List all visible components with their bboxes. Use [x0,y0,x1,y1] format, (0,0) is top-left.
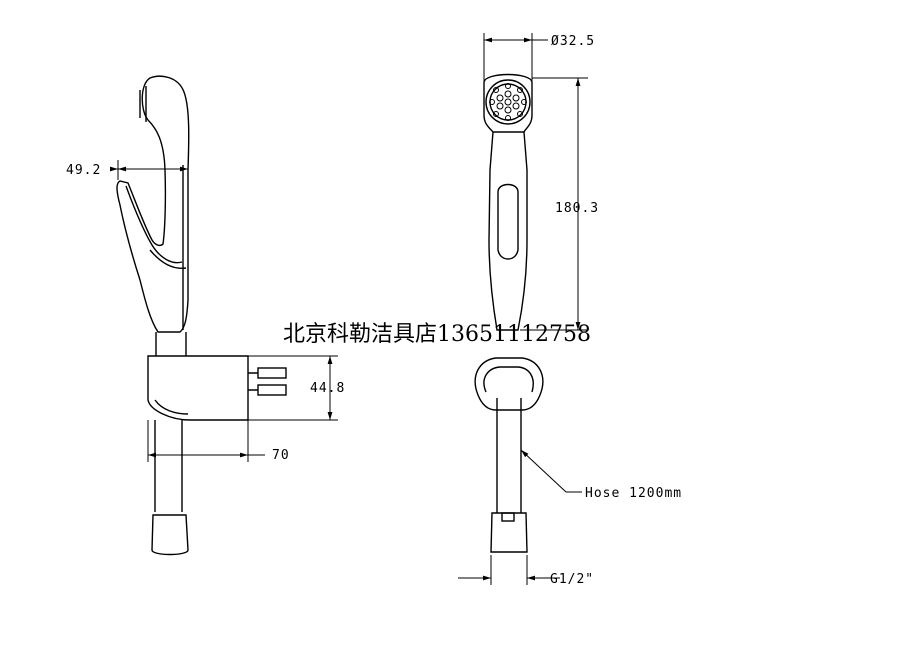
front-bracket [474,357,544,411]
screw-bottom [257,384,287,396]
dim-length: 180.3 [555,201,599,216]
dim-bracket-height: 44.8 [310,381,345,396]
shop-watermark: 北京科勒洁具店13651112758 [283,322,591,347]
screw-top [257,367,287,379]
front-view [474,73,544,553]
dim-side-width: 49.2 [66,163,101,178]
dim-bracket-depth: 70 [272,448,290,463]
front-nut [490,512,528,553]
front-trigger [497,183,519,260]
front-hose [496,398,522,513]
dim-head-diameter: Ø32.5 [551,34,595,49]
front-dimensions [458,33,588,585]
side-hose [154,420,183,512]
side-view [116,75,287,556]
front-handset-head [483,73,533,133]
side-bracket [147,355,249,421]
dim-thread: G1/2" [550,572,594,587]
spray-nozzles [489,83,527,121]
side-handset-body [116,75,190,333]
side-nut [151,514,189,556]
dim-hose: Hose 1200mm [585,486,682,501]
side-dimensions [110,160,338,462]
front-handset-body [488,131,528,331]
side-handset-inner [125,185,183,264]
spray-face [485,79,531,125]
